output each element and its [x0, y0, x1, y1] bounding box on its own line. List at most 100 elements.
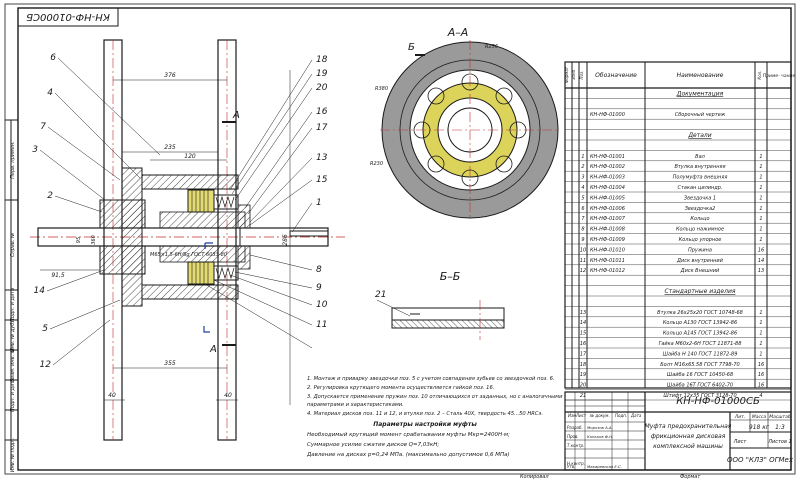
callout-2: 2 — [47, 191, 53, 201]
callout-15: 15 — [316, 175, 328, 185]
callout-12: 12 — [40, 360, 52, 370]
spec-part-row-2-qty: 1 — [759, 175, 762, 181]
callout-11: 11 — [316, 320, 327, 330]
dim-360: 360 — [91, 235, 97, 245]
spec-part-row-8-pos: 9 — [581, 237, 584, 243]
spec-std-row-1-pos: 14 — [580, 320, 586, 326]
spec-part-row-7-qty: 1 — [759, 227, 762, 233]
callout-19: 19 — [316, 69, 328, 79]
spec-part-row-1-pos: 2 — [581, 164, 584, 170]
param-1: Необходимый крутящий момент срабатывания… — [307, 432, 510, 438]
callout-7: 7 — [40, 122, 46, 132]
spec-part-row-6-name: Кольцо — [690, 216, 709, 222]
margin-label-vzam: Взам. инв. № — [10, 348, 16, 382]
tb-role-2: Т.контр. — [567, 443, 584, 448]
spec-std-row-7-qty: 16 — [758, 383, 764, 389]
spec-part-row-8-qty: 1 — [759, 237, 762, 243]
spec-std-row-5-qty: 16 — [758, 362, 764, 368]
section-bb-view: Б–Б 21 — [375, 270, 505, 340]
spec-std-row-4-qty: 1 — [759, 351, 762, 357]
spec-part-row-4-pos: 5 — [581, 195, 584, 201]
section-aa-title: А–А — [447, 26, 469, 39]
format-label: Формат — [680, 474, 701, 480]
tb-sheet: Лист — [733, 439, 748, 445]
left-margin-strip: Перв. примен. Справ. № Подп. и дата Инв.… — [5, 119, 18, 472]
spec-doc-row-0-name: Сборочный чертеж — [675, 112, 726, 118]
spec-part-row-10-qty: 14 — [758, 258, 764, 264]
spec-part-row-4-code: КН-НФ-01005 — [590, 195, 625, 201]
margin-label-sprav: Справ. № — [10, 233, 16, 257]
tb-role-name-1: Коньков Ф.Н. — [587, 434, 613, 439]
nut — [237, 204, 251, 229]
tb-role-5: Утв. — [567, 464, 575, 469]
callout-13: 13 — [316, 153, 328, 163]
section-a-marker-bottom: А — [209, 344, 217, 355]
tb-col-date: Дата — [630, 413, 642, 418]
hdr-name: Наименование — [677, 72, 724, 79]
margin-label-podp1: Подп. и дата — [10, 288, 16, 322]
callout-3: 3 — [32, 145, 38, 155]
spec-part-row-7-pos: 8 — [581, 227, 584, 233]
spec-std-row-2-qty: 1 — [759, 331, 762, 337]
spec-std-row-3-pos: 16 — [580, 341, 586, 347]
hdr-pos: Поз. — [579, 71, 584, 80]
dim-286: 286 — [282, 234, 289, 246]
spec-part-row-11-qty: 13 — [758, 268, 764, 274]
spec-part-row-4-qty: 1 — [759, 195, 762, 201]
margin-label-podp2: Подп. и дата — [10, 378, 16, 412]
title-block: Изм Лист № докум. Подп. Дата Разраб.Моро… — [564, 391, 794, 471]
outer-border — [4, 3, 796, 475]
tb-mass-hdr: Масса — [752, 414, 767, 420]
spec-part-row-2-code: КН-НФ-01003 — [590, 175, 625, 181]
callout-17: 17 — [316, 123, 328, 133]
spec-part-row-1-name: Втулка внутренняя — [674, 164, 725, 170]
spec-part-row-4-name: Звездочка 1 — [684, 195, 716, 201]
hdr-format: Формат — [564, 66, 569, 83]
housing-bottom — [141, 284, 239, 300]
tb-scale-hdr: Масштаб — [769, 414, 791, 420]
callout-16: 16 — [316, 107, 328, 117]
tb-col-list: Лист — [575, 413, 587, 418]
spec-std-row-6-pos: 19 — [580, 372, 586, 378]
spec-part-row-11-pos: 12 — [580, 268, 586, 274]
spec-part-row-5-pos: 6 — [581, 206, 584, 212]
callout-21: 21 — [375, 290, 386, 300]
callout-4: 4 — [47, 88, 53, 98]
spec-std-row-4-name: Шайба Н 140 ГОСТ 11872-89 — [663, 351, 738, 357]
rotated-number-box — [17, 7, 119, 27]
spec-std-row-0-qty: 1 — [759, 310, 762, 316]
copied-label: Копировал — [520, 474, 549, 480]
spec-part-row-11-name: Диск Внешний — [680, 268, 720, 274]
spec-std-row-8-qty: 4 — [759, 393, 762, 399]
spec-std-row-0-name: Втулка 26х25х20 ГОСТ 10748-68 — [657, 310, 743, 316]
spec-std-row-4-pos: 17 — [580, 351, 587, 357]
dim-r380: R380 — [375, 86, 388, 92]
spec-part-row-2-pos: 3 — [581, 175, 584, 181]
tb-title-2: фрикционная дисковая — [651, 433, 726, 440]
spec-part-row-6-code: КН-НФ-01007 — [590, 216, 626, 222]
tb-col-izm: Изм — [568, 413, 576, 418]
spec-part-row-5-code: КН-НФ-01006 — [590, 206, 625, 212]
param-3: Давление на дисках p=0,24 МПа. (максимал… — [306, 452, 510, 458]
dim-40-right: 40 — [224, 392, 232, 399]
callout-9: 9 — [316, 283, 322, 293]
spec-part-row-1-qty: 1 — [759, 164, 762, 170]
spec-std-row-0-pos: 13 — [580, 310, 586, 316]
spec-part-row-10-pos: 11 — [580, 258, 586, 264]
params-title: Параметры настройки муфты — [373, 421, 477, 428]
callout-8: 8 — [316, 265, 322, 275]
section-bb-title: Б–Б — [440, 270, 461, 283]
tb-title-1: Муфта предохранительная — [645, 423, 732, 430]
note-3b: параметрами и характеристиками. — [307, 402, 404, 408]
spec-part-row-0-qty: 1 — [759, 154, 762, 160]
param-2: Суммарное усилие сжатия дисков Q=7,03кН; — [307, 442, 439, 448]
spec-part-row-5-qty: 1 — [759, 206, 762, 212]
spec-std-row-2-pos: 15 — [580, 331, 586, 337]
spec-part-row-3-code: КН-НФ-01004 — [590, 185, 625, 191]
spec-part-row-5-name: Звездочка2 — [685, 206, 716, 212]
spec-std-row-6-name: Шайба 16 ГОСТ 10450-68 — [667, 372, 733, 378]
spec-std-row-8-name: Штифт 12х35 ГОСТ 3128-70 — [663, 393, 736, 399]
tb-doc-number: КН-НФ-01000СБ — [676, 396, 760, 407]
dim-235: 235 — [164, 144, 176, 151]
hdr-zone: Зона — [571, 69, 576, 80]
